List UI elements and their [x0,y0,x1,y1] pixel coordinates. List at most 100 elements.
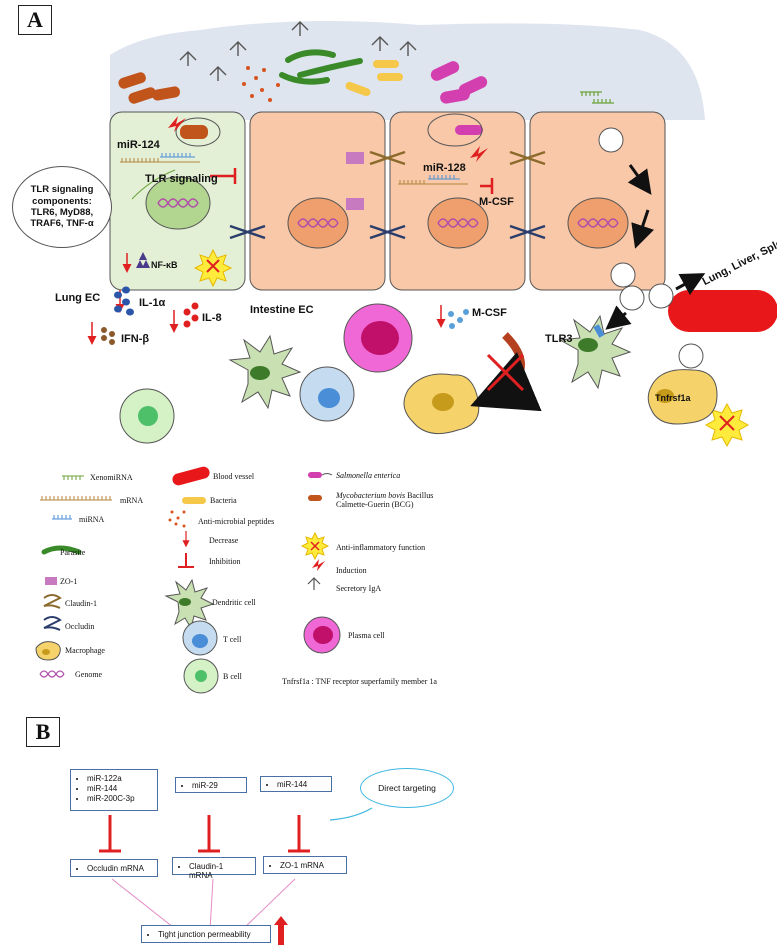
lung-ec-label: Lung EC [55,292,101,304]
plasma-nucleus [361,321,399,355]
mirna-group-1: miR-122a miR-144 miR-200C-3p [70,769,158,811]
mirna-group-3: miR-144 [260,776,332,792]
parasite-icon [279,49,363,85]
legend-salmonella: Salmonella enterica [336,471,401,480]
legend-genome: Genome [75,670,103,679]
tlr3-label: TLR3 [545,333,573,345]
zo-1-icon [45,577,57,585]
panel-b-label: B [26,717,60,747]
intestine-ec-label: Intestine EC [250,304,314,316]
anti-inflammatory-icon [193,248,233,288]
block-x-icon [486,353,525,392]
bacteria-icon [182,497,206,504]
vesicle [598,127,704,369]
il1a-label: IL-1α [139,297,166,309]
nfkb-label: NF-κB [151,260,178,270]
tnfrsf1a-label: Tnfrsf1a [655,393,691,403]
legend-occludin: Occludin [65,622,95,631]
target-zo1: ZO-1 mRNA [263,856,347,874]
xenomirna-icon [62,475,84,480]
iga-icon [307,577,321,590]
legend-blood-vessel: Blood vessel [213,472,255,481]
dendritic-cell-tlr3 [558,314,632,390]
legend-dendritic: Dendritic cell [212,598,256,607]
mrna-icon [120,158,468,185]
blood-vessel-icon [172,466,210,486]
occludin-icon [43,616,62,631]
macrophage-tnfrsf1a [647,369,718,425]
induction-icon [312,559,325,571]
induction-icon [470,146,488,162]
mycobacterium-icon [308,495,322,501]
legend-bcell: B cell [223,672,242,681]
mcsf-icon [448,309,469,329]
salmonella-icon [430,61,488,135]
zo-1-icon [346,198,364,210]
lumen [110,21,705,120]
target-occludin: Occludin mRNA [70,859,158,877]
legend-tnfrsf-note: Tnfrsf1a : TNF receptor superfamily memb… [282,677,437,686]
claudin-1-icon [369,150,546,166]
salmonella-icon [308,472,322,478]
inhibition-icon [99,815,310,853]
legend-inhibition: Inhibition [209,557,241,566]
legend-induction: Induction [336,566,367,575]
mycobacterium-icon [118,72,208,139]
genome-icon [39,670,65,678]
legend-antiinflam: Anti-inflammatory function [336,543,426,552]
direct-targeting-bubble: Direct targeting [360,768,454,808]
iga-icon [179,21,417,81]
xenomirna-icon [580,91,614,104]
anti-inflammatory-icon [300,531,330,561]
nfkb-icon [136,252,150,268]
ifnb-label: IFN-β [121,333,150,345]
legend-plasma: Plasma cell [348,631,385,640]
zo-1-icon [346,152,364,164]
legend-decrease: Decrease [209,536,239,545]
il1a-icon [114,286,134,316]
legend-tcell: T cell [223,635,242,644]
legend-xenomirna: XenomiRNA [90,473,133,482]
mrna-icon [40,496,112,501]
transport-arrow [605,164,706,330]
legend-parasite: Parasite [60,548,86,557]
target-claudin: Claudin-1 mRNA [172,857,256,880]
ifnb-icon [101,327,115,345]
convergence-arrows [111,878,296,932]
legend-zo1: ZO-1 [60,577,78,586]
mir-128-label: miR-128 [423,162,466,174]
bacteria-icon [345,60,403,97]
il8-label: IL-8 [202,312,222,324]
legend-amp: Anti-microbial peptides [198,517,275,526]
legend-mirna: miRNA [79,515,105,524]
amp-icon [168,510,186,528]
panel-a-diagram [87,21,777,448]
mir-124-label: miR-124 [117,139,160,151]
claudin-1-icon [43,594,62,609]
mirna-group-2: miR-29 [175,777,247,793]
legend-mrna: mRNA [120,496,144,505]
mcsf-bottom-label: M-CSF [472,307,507,319]
genome-icon [157,198,619,228]
occludin-icon [229,224,546,240]
induction-icon [168,116,186,132]
legend-bacteria: Bacteria [210,496,237,505]
blood-vessel-icon [668,290,777,332]
tlr-components-callout: TLR signaling components: TLR6, MyD88, T… [12,166,112,248]
mirna-icon [52,515,72,520]
mirna-icon [160,153,460,180]
inhibition-icon [178,553,194,568]
amp-icon [242,66,280,102]
il8-icon [183,302,199,328]
mcsf-top-label: M-CSF [479,196,514,208]
blocked-differentiation-arrow [470,332,542,412]
panel-b-connectors [99,807,373,945]
legend-iga: Secretory IgA [336,584,382,593]
legend-claudin1: Claudin-1 [65,599,97,608]
anti-inflammatory-icon [704,402,750,448]
tight-junction-result: Tight junction permeability [141,925,271,943]
parasite-icon [41,545,82,555]
panel-a-label: A [18,5,52,35]
legend-icons [35,466,341,694]
